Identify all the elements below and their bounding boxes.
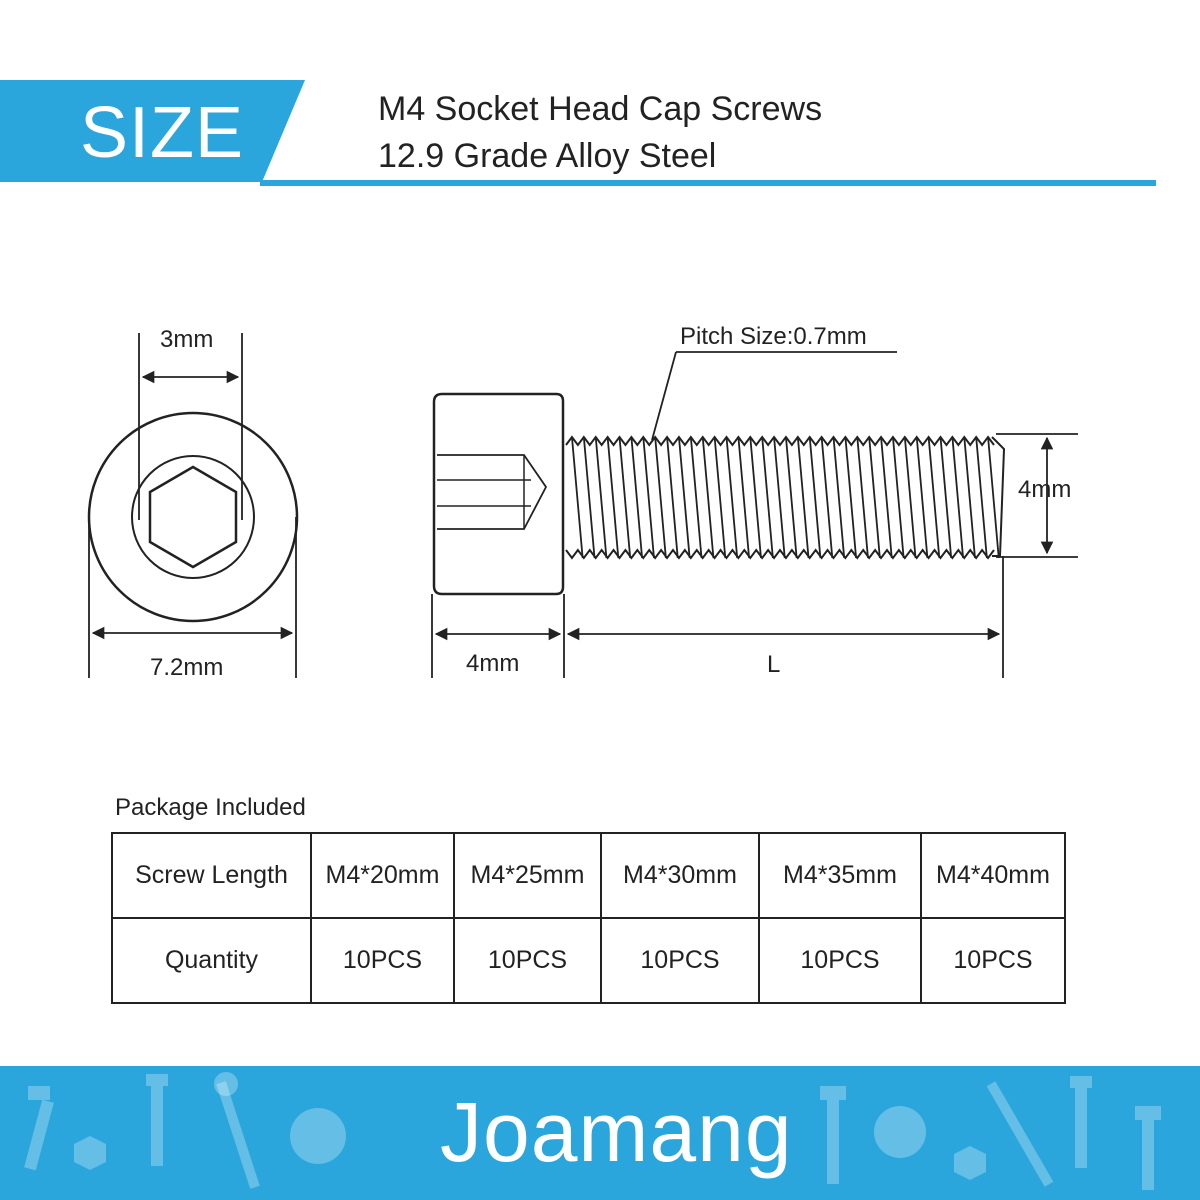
length-label: L	[767, 651, 781, 678]
table-cell: 10PCS	[920, 917, 1066, 1004]
thread-line	[749, 436, 762, 559]
table-cell: 10PCS	[758, 917, 922, 1004]
thread-line	[939, 436, 953, 559]
pitch-label: Pitch Size:0.7mm	[680, 323, 867, 350]
thread-line	[618, 436, 632, 559]
screw-icon	[146, 1074, 168, 1166]
table-cell: 10PCS	[600, 917, 760, 1004]
thread-line	[927, 436, 941, 559]
thread-line	[737, 436, 750, 559]
bolt-icon	[820, 1086, 846, 1184]
head-top-view	[87, 411, 299, 623]
thread-line	[689, 436, 703, 559]
thread-line	[880, 436, 893, 559]
wrench-icon	[986, 1081, 1054, 1187]
thread-line	[594, 436, 608, 559]
thread-line	[844, 436, 857, 559]
package-table: Screw Length M4*20mm M4*25mm M4*30mm M4*…	[111, 832, 1066, 1004]
thread-line	[808, 436, 822, 559]
thread-line	[701, 436, 715, 559]
thread-line	[856, 436, 869, 559]
header-rule	[260, 180, 1156, 186]
table-cell: M4*25mm	[453, 832, 602, 919]
bolt-icon	[1135, 1106, 1161, 1190]
thread-line	[951, 436, 964, 559]
thread-line	[915, 436, 929, 559]
table-cell: M4*30mm	[600, 832, 760, 919]
hex-nut-icon	[74, 1136, 106, 1170]
thread-line	[642, 436, 655, 559]
footer-icon-pattern	[24, 1072, 1161, 1190]
product-title: M4 Socket Head Cap Screws	[378, 90, 823, 128]
thread-line	[892, 436, 905, 559]
socket-size-label: 3mm	[160, 326, 214, 353]
side-dimension-lines	[431, 351, 1078, 678]
head-height-label: 4mm	[466, 650, 520, 677]
thread-line	[796, 436, 810, 559]
gear-icon	[290, 1108, 346, 1164]
thread-line	[773, 436, 786, 559]
thread-line	[666, 436, 679, 559]
thread-diameter-label: 4mm	[1018, 476, 1072, 503]
thread-line	[582, 436, 596, 559]
hex-nut-icon	[954, 1146, 986, 1180]
thread-line	[654, 436, 667, 559]
row-label-quantity: Quantity	[111, 917, 312, 1004]
thread-line	[630, 436, 643, 559]
thread-line	[820, 436, 834, 559]
wrench-icon	[214, 1072, 260, 1189]
table-cell: M4*35mm	[758, 832, 922, 919]
table-row: Quantity 10PCS 10PCS 10PCS 10PCS 10PCS	[111, 917, 1066, 1004]
size-banner	[0, 80, 305, 182]
row-label-length: Screw Length	[111, 832, 312, 919]
table-cell: 10PCS	[453, 917, 602, 1004]
thread-line	[832, 436, 846, 559]
screw-icon	[1070, 1076, 1092, 1168]
table-cell: M4*40mm	[920, 832, 1066, 919]
product-subtitle: 12.9 Grade Alloy Steel	[378, 137, 717, 175]
thread-line	[761, 436, 774, 559]
thread-line	[987, 436, 1000, 559]
thread-line	[606, 436, 620, 559]
brand-logo: Joamang	[440, 1085, 793, 1179]
screw-icon	[24, 1086, 54, 1171]
thread-line	[678, 436, 691, 559]
head-dimension-lines	[88, 333, 297, 678]
table-cell: 10PCS	[310, 917, 455, 1004]
thread-line	[713, 436, 727, 559]
thread-line	[975, 436, 988, 559]
table-cell: M4*20mm	[310, 832, 455, 919]
package-title: Package Included	[115, 794, 306, 821]
head-diameter-label: 7.2mm	[150, 654, 224, 681]
thread-line	[903, 436, 917, 559]
size-badge-text: SIZE	[80, 93, 245, 173]
thread-line	[868, 436, 881, 559]
screw-side-view	[432, 392, 1006, 596]
table-row: Screw Length M4*20mm M4*25mm M4*30mm M4*…	[111, 832, 1066, 919]
thread-line	[785, 436, 798, 559]
screw-technical-drawing	[87, 333, 1078, 678]
gear-icon	[874, 1106, 926, 1158]
brand-footer	[0, 1066, 1200, 1200]
thread-line	[725, 436, 739, 559]
thread-line	[963, 436, 976, 559]
thread-line	[571, 436, 584, 559]
